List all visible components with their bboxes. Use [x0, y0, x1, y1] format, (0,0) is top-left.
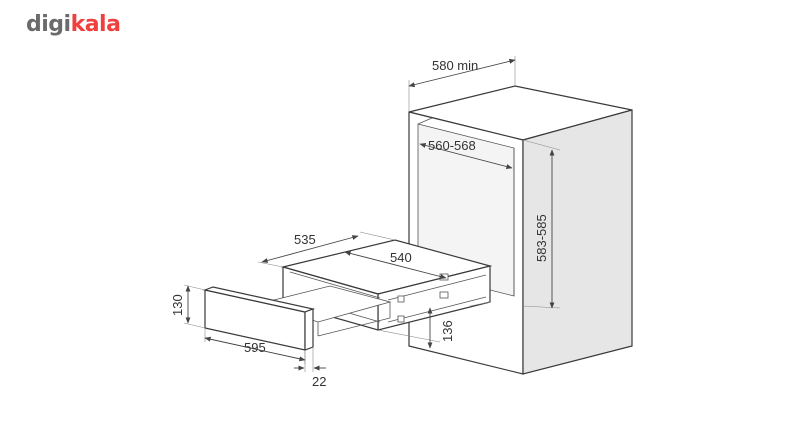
dim-130: 130 — [170, 284, 206, 329]
dim-583-585: 583-585 — [522, 139, 561, 309]
dim-595: 595 — [204, 328, 306, 364]
label-580-min: 580 min — [432, 58, 478, 73]
label-540: 540 — [390, 250, 412, 265]
dim-580-min: 580 min — [408, 56, 516, 112]
label-583-585: 583-585 — [534, 214, 549, 262]
dim-22: 22 — [294, 347, 326, 389]
label-22: 22 — [312, 374, 326, 389]
dim-540: 540 — [344, 250, 447, 280]
logo-text-gray: digi — [26, 12, 71, 37]
logo-text-red: kala — [70, 12, 121, 37]
label-595: 595 — [244, 340, 266, 355]
label-560-568: 560-568 — [428, 138, 476, 153]
dim-560-568: 560-568 — [419, 138, 513, 170]
label-130: 130 — [170, 294, 185, 316]
label-136: 136 — [440, 320, 455, 342]
dim-535: 535 — [257, 231, 396, 268]
front-panel-side-edge — [304, 308, 314, 351]
dim-136: 136 — [377, 301, 491, 349]
digikala-logo: digikala — [26, 12, 121, 37]
label-535: 535 — [294, 232, 316, 247]
